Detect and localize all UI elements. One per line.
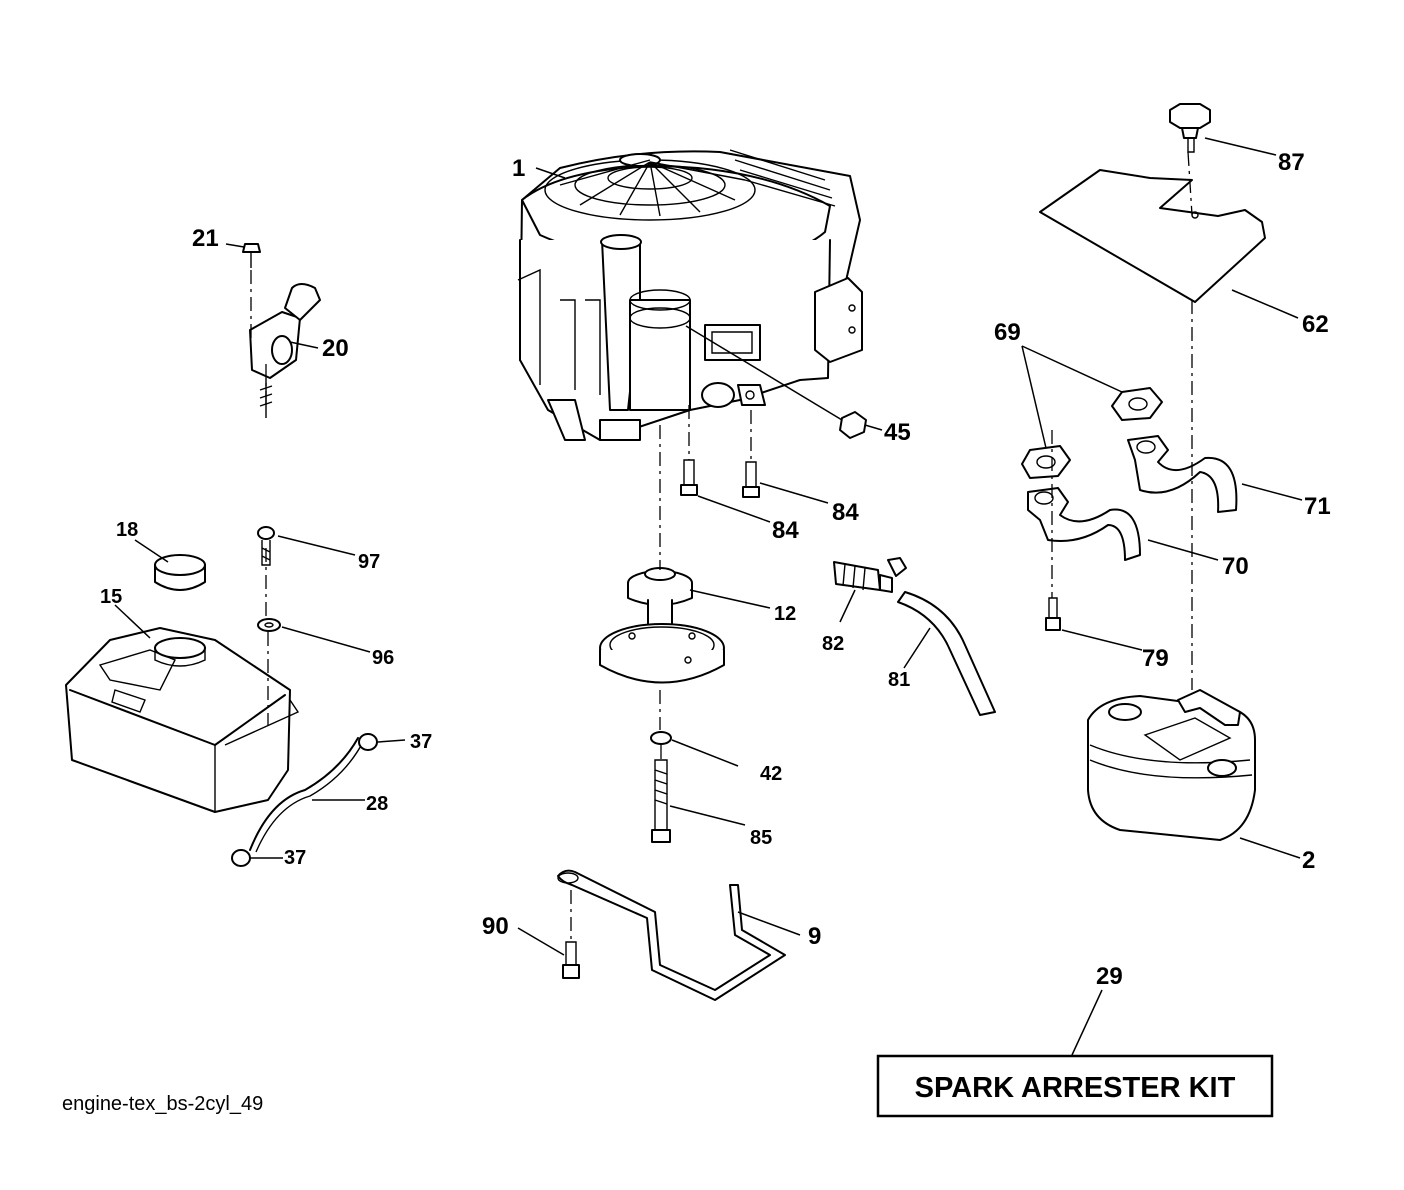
callout-20: 20 bbox=[322, 335, 349, 362]
callout-28: 28 bbox=[366, 793, 388, 815]
drain-hose-part-81 bbox=[897, 591, 996, 716]
callout-85: 85 bbox=[750, 827, 772, 849]
callout-70: 70 bbox=[1222, 553, 1249, 580]
bolt-part-90 bbox=[562, 941, 580, 979]
callout-87: 87 bbox=[1278, 149, 1305, 176]
callout-37-top: 37 bbox=[410, 731, 432, 753]
callout-21: 21 bbox=[192, 225, 219, 252]
drain-valve-part-82 bbox=[833, 557, 907, 593]
knob-part-87 bbox=[1169, 103, 1211, 153]
assembly-lines bbox=[250, 151, 1193, 942]
callout-1: 1 bbox=[512, 155, 525, 182]
heat-shield-part-62 bbox=[1039, 169, 1266, 303]
spark-arrester-kit-label: SPARK ARRESTER KIT bbox=[915, 1072, 1236, 1104]
bolt-part-79 bbox=[1045, 597, 1061, 631]
nut-part-45 bbox=[839, 411, 867, 439]
fuel-cap-part-18 bbox=[154, 554, 206, 591]
callout-90: 90 bbox=[482, 913, 509, 940]
callout-labels: 1 2 9 12 15 18 20 21 28 29 37 37 42 45 6… bbox=[100, 149, 1331, 990]
callout-29: 29 bbox=[1096, 963, 1123, 990]
exhaust-pipe-part-71 bbox=[1127, 435, 1238, 513]
hose-clamp-part-37 bbox=[231, 733, 378, 867]
exhaust-pipe-part-70 bbox=[1027, 487, 1141, 561]
callout-45: 45 bbox=[884, 419, 911, 446]
diagram-code: engine-tex_bs-2cyl_49 bbox=[62, 1093, 263, 1115]
callout-79: 79 bbox=[1142, 645, 1169, 672]
screw-part-97 bbox=[257, 526, 275, 566]
callout-42: 42 bbox=[760, 763, 782, 785]
callout-12: 12 bbox=[774, 603, 796, 625]
callout-62: 62 bbox=[1302, 311, 1329, 338]
callout-84-right: 84 bbox=[832, 499, 859, 526]
bolt-part-85 bbox=[651, 759, 671, 843]
pulley-part-12 bbox=[599, 567, 725, 684]
leader-lines bbox=[114, 137, 1303, 1056]
gaskets-part-69 bbox=[1021, 387, 1163, 479]
washer-part-96 bbox=[257, 618, 281, 632]
callout-96: 96 bbox=[372, 647, 394, 669]
callout-9: 9 bbox=[808, 923, 821, 950]
throttle-control-part-20 bbox=[249, 283, 321, 418]
callout-37-bottom: 37 bbox=[284, 847, 306, 869]
callout-71: 71 bbox=[1304, 493, 1331, 520]
engine-part-1 bbox=[517, 149, 863, 441]
muffler-part-2 bbox=[1087, 689, 1256, 841]
bolt-part-21 bbox=[242, 243, 261, 268]
fuel-hose-part-28 bbox=[249, 737, 364, 853]
bracket-part-9 bbox=[557, 869, 786, 1001]
callout-81: 81 bbox=[888, 669, 910, 691]
callout-15: 15 bbox=[100, 586, 122, 608]
callout-82: 82 bbox=[822, 633, 844, 655]
callout-69: 69 bbox=[994, 319, 1021, 346]
washer-part-42 bbox=[650, 731, 672, 745]
bolts-part-84 bbox=[680, 459, 760, 498]
spark-arrester-kit-box: SPARK ARRESTER KIT bbox=[876, 1054, 1274, 1118]
callout-2: 2 bbox=[1302, 847, 1315, 874]
fuel-tank-part-15 bbox=[65, 627, 300, 813]
callout-18: 18 bbox=[116, 519, 138, 541]
callout-84-left: 84 bbox=[772, 517, 799, 544]
callout-97: 97 bbox=[358, 551, 380, 573]
